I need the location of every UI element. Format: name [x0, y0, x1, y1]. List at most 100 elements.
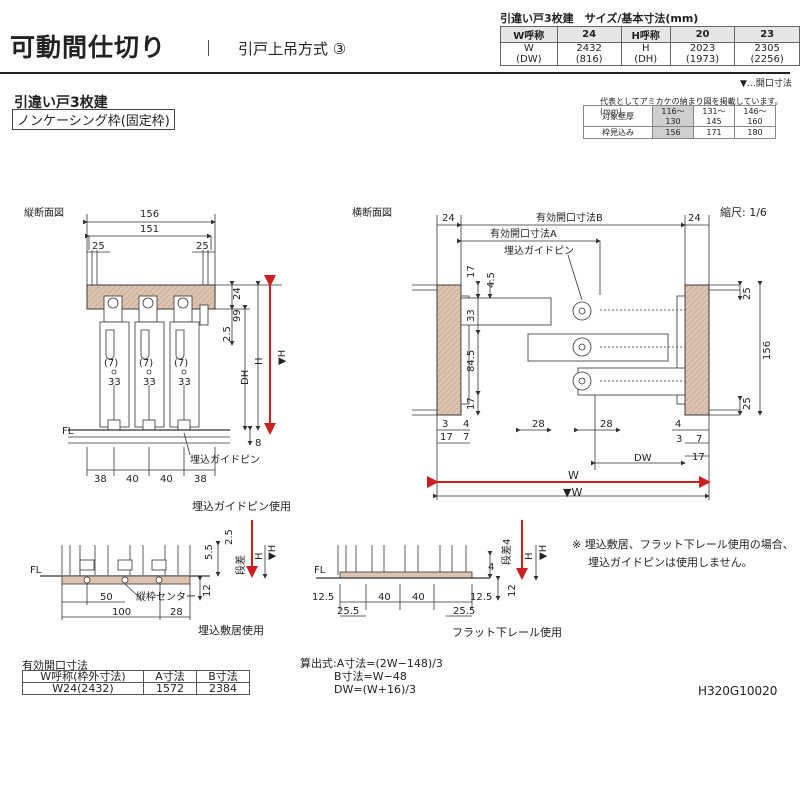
dim-38-a: 38: [94, 474, 107, 485]
dim-28-b: 28: [600, 419, 613, 430]
dim-7-right: 7: [696, 434, 702, 445]
vertical-section-label: 縦断面図: [24, 206, 64, 219]
dim-156-plan: 156: [762, 341, 773, 360]
formula-a: 算出式:A寸法=(2W−148)/3: [300, 657, 443, 670]
dim-25-right-bottom: 25: [742, 397, 753, 410]
opening-table-caption: 有効開口寸法: [22, 659, 88, 672]
section-subtitle: ノンケーシング枠(固定枠): [12, 109, 175, 130]
opening-header-a: A寸法: [143, 670, 197, 683]
opening-table: W呼称(枠外寸法) A寸法 B寸法 W24(2432) 1572 2384: [22, 670, 250, 695]
horizontal-section: [412, 215, 763, 500]
frame-depth-table: 対象壁厚 116〜130 131〜145 146〜160 枠見込み 156 17…: [583, 105, 776, 139]
dim-33-plan: 33: [466, 309, 477, 322]
dim-2-5-sill: 2.5: [224, 529, 235, 545]
dim-DH: DH: [240, 370, 251, 385]
scale-label: 縮尺: 1/6: [720, 205, 767, 219]
dim-40-b: 40: [160, 474, 173, 485]
dim-H: H: [254, 357, 265, 365]
dim-open-H-sill: ▼H: [267, 545, 278, 560]
guide-pin-label: 埋込ガイドピン: [190, 454, 260, 466]
dim-3-left: 3: [442, 419, 448, 430]
fl-label-sill: FL: [30, 565, 42, 576]
guide-pin-use-label: 埋込ガイドピン使用: [192, 500, 291, 513]
dim-28-a: 28: [532, 419, 545, 430]
dim-33-a: 33: [108, 377, 121, 388]
formula-b: B寸法=W−48: [334, 670, 407, 683]
dim-40-flat-a: 40: [378, 592, 391, 603]
dim-open-H-flat: ▼H: [538, 545, 549, 560]
dim-open-H: ▼H: [277, 350, 288, 365]
opening-cell-a: 1572: [143, 682, 197, 695]
sill-caption: 埋込敷居使用: [198, 623, 264, 637]
dim-2-5: 2.5: [222, 326, 233, 342]
frame-row2-c3: 180: [734, 126, 776, 139]
guide-pin-label-plan: 埋込ガイドピン: [504, 245, 574, 257]
detail-flat-rail-section: [316, 545, 501, 617]
dim-open-W: ▼W: [563, 486, 582, 499]
dim-DW: DW: [634, 453, 652, 464]
dim-7-left: 7: [463, 432, 469, 443]
dim-4-5: 4.5: [486, 272, 497, 288]
section-title: 引違い戸3枚建: [14, 95, 108, 111]
dim-4-flat: 4: [488, 562, 494, 573]
dim-17-top: 17: [466, 265, 477, 278]
w-code: 24: [556, 26, 622, 43]
page-title: 可動間仕切り: [10, 33, 167, 62]
w-code-label: W呼称: [500, 26, 558, 43]
dim-24-right: 24: [688, 213, 701, 224]
mark-7-a: (7): [104, 358, 118, 369]
dim-25-right-top: 25: [742, 287, 753, 300]
page-subtitle: 引戸上吊方式 ③: [238, 40, 347, 58]
dim-4-left: 4: [463, 419, 469, 430]
fl-label-flat: FL: [314, 565, 326, 576]
mark-7-c: (7): [174, 358, 188, 369]
formula-block: 算出式:A寸法=(2W−148)/3 B寸法=W−48 DW=(W+16)/3: [300, 657, 443, 696]
dim-3-right: 3: [676, 434, 682, 445]
opening-header-b: B寸法: [196, 670, 250, 683]
h-value-2: 2305(2256): [734, 42, 800, 66]
dim-17-right: 17: [692, 452, 705, 463]
title-rule: [0, 72, 790, 74]
dim-12-5-left: 12.5: [312, 592, 334, 603]
guide-pin-note: ※ 埋込敷居、フラット下レール使用の場合、 埋込ガイドピンは使用しません。: [572, 538, 794, 569]
dim-25-5-left: 25.5: [337, 606, 359, 617]
dim-99: 99: [232, 309, 243, 322]
dim-40-a: 40: [126, 474, 139, 485]
dim-25-left: 25: [92, 241, 105, 252]
dim-17-bottom: 17: [466, 397, 477, 410]
dim-4-right: 4: [675, 419, 681, 430]
dim-25-5-right: 25.5: [453, 606, 475, 617]
effective-opening-A: 有効開口寸法A: [490, 227, 557, 240]
size-table-caption: 引違い戸3枚建 サイズ/基本寸法(mm): [500, 12, 699, 25]
formula-dw: DW=(W+16)/3: [334, 683, 416, 696]
dim-33-c: 33: [178, 377, 191, 388]
opening-cell-w: W24(2432): [22, 682, 144, 695]
opening-cell-b: 2384: [196, 682, 250, 695]
vertical-section: [68, 214, 282, 476]
dim-H-flat: H: [524, 552, 535, 560]
mark-7-b: (7): [139, 358, 153, 369]
dim-50-sill: 50: [100, 592, 113, 603]
size-table: W呼称 24 H呼称 20 23 W(DW) 2432(816) H(DH) 2…: [500, 26, 800, 66]
h-dim-label: H(DH): [620, 42, 671, 66]
detail-sill-section: [40, 541, 221, 620]
w-value: 2432(816): [556, 42, 622, 66]
dim-12-flat: 12: [507, 584, 518, 597]
dim-8: 8: [255, 438, 261, 449]
dim-12-5-right: 12.5: [470, 592, 492, 603]
h-code-label: H呼称: [620, 26, 671, 43]
effective-opening-B: 有効開口寸法B: [536, 211, 603, 224]
dim-5-5-sill: 5.5: [204, 544, 215, 560]
legend-opening-dimension: ▼…開口寸法: [740, 79, 792, 89]
opening-header-w: W呼称(枠外寸法): [22, 670, 144, 683]
dim-W: W: [568, 469, 579, 482]
dim-100-sill: 100: [112, 607, 131, 618]
dim-17-left: 17: [440, 432, 453, 443]
dim-25-right: 25: [196, 241, 209, 252]
dim-24-left: 24: [442, 213, 455, 224]
horizontal-section-label: 横断面図: [352, 206, 392, 219]
fl-label: FL: [62, 426, 74, 437]
dim-151: 151: [140, 224, 159, 235]
flat-rail-caption: フラット下レール使用: [452, 626, 562, 639]
